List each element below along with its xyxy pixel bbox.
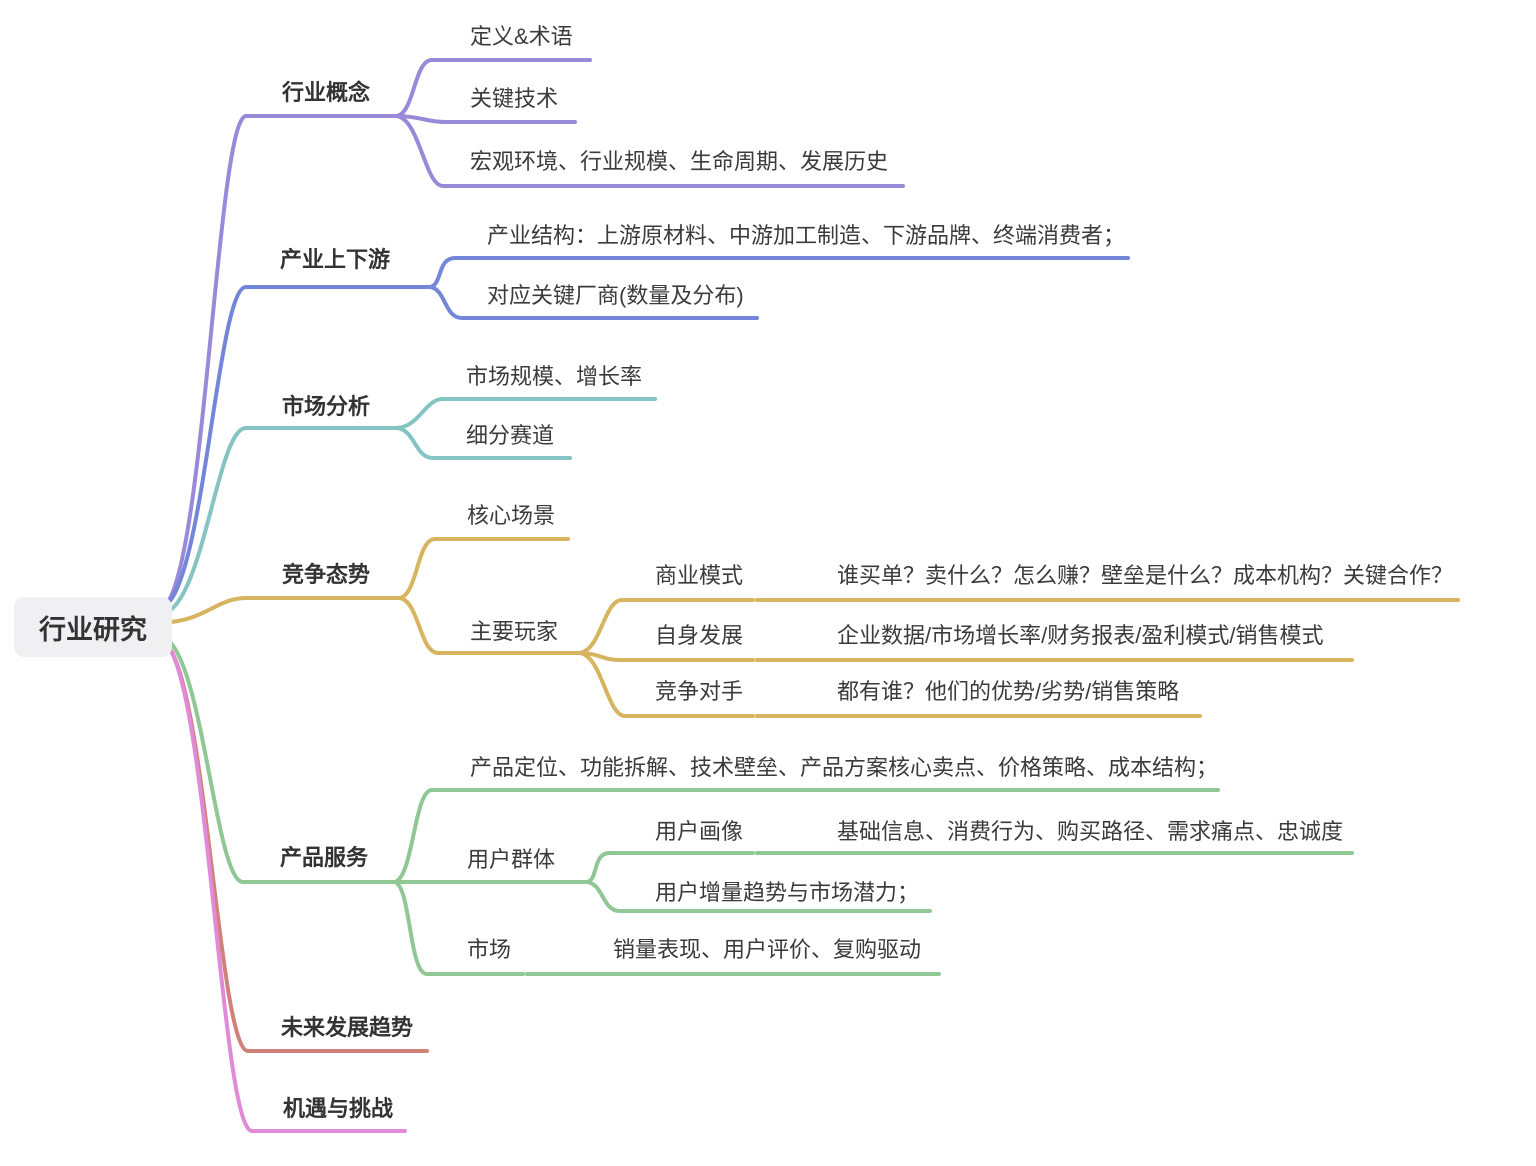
connector-curve <box>578 651 627 718</box>
node-label[interactable]: 关键技术 <box>470 86 559 111</box>
node-label[interactable]: 对应关键厂商(数量及分布) <box>487 283 744 308</box>
connector-curve <box>428 285 464 320</box>
node-label[interactable]: 销量表现、用户评价、复购驱动 <box>613 937 922 962</box>
branch-label[interactable]: 行业概念 <box>282 80 371 105</box>
node-label[interactable]: 企业数据/市场增长率/财务报表/盈利模式/销售模式 <box>837 623 1324 648</box>
connector-curve <box>585 851 612 884</box>
node-label[interactable]: 核心场景 <box>467 503 556 528</box>
connector-curve <box>161 426 248 617</box>
root-node-label: 行业研究 <box>39 614 147 645</box>
connector-curve <box>395 426 435 460</box>
branch-label[interactable]: 产品服务 <box>280 845 369 870</box>
connector-curve <box>393 788 434 884</box>
branch-label[interactable]: 产业上下游 <box>280 247 391 272</box>
connector-curve <box>398 596 440 655</box>
node-label[interactable]: 市场规模、增长率 <box>466 364 643 389</box>
connector-curve <box>161 114 248 609</box>
root-node[interactable]: 行业研究 <box>14 597 172 657</box>
node-label[interactable]: 商业模式 <box>655 563 744 588</box>
node-label[interactable]: 产业结构：上游原材料、中游加工制造、下游品牌、终端消费者； <box>487 223 1126 248</box>
node-label[interactable]: 谁买单？卖什么？怎么赚？壁垒是什么？成本机构？关键合作？ <box>837 563 1454 588</box>
branch-label[interactable]: 机遇与挑战 <box>283 1096 394 1121</box>
node-label[interactable]: 产品定位、功能拆解、技术壁垒、产品方案核心卖点、价格策略、成本结构； <box>470 755 1219 780</box>
connector-curve <box>428 256 457 289</box>
node-label[interactable]: 自身发展 <box>655 623 744 648</box>
connector-curve <box>161 639 254 1133</box>
node-label[interactable]: 都有谁？他们的优势/劣势/销售策略 <box>837 679 1180 704</box>
node-label[interactable]: 竞争对手 <box>655 679 744 704</box>
node-label[interactable]: 用户增量趋势与市场潜力； <box>655 880 920 905</box>
connector-curve <box>398 537 437 600</box>
node-label[interactable]: 用户画像 <box>655 819 744 844</box>
node-label[interactable]: 市场 <box>467 937 512 962</box>
node-label[interactable]: 基础信息、消费行为、购买路径、需求痛点、忠诚度 <box>837 819 1344 844</box>
branch-label[interactable]: 未来发展趋势 <box>281 1015 414 1040</box>
node-label[interactable]: 宏观环境、行业规模、生命周期、发展历史 <box>470 149 889 174</box>
connector-curve <box>161 596 248 625</box>
connector-curve <box>578 598 624 655</box>
connector-curve <box>393 880 429 976</box>
connector-curve <box>395 397 445 430</box>
node-label[interactable]: 定义&术语 <box>470 24 573 49</box>
node-label[interactable]: 主要玩家 <box>470 619 559 644</box>
node-label[interactable]: 细分赛道 <box>466 423 555 448</box>
connector-curve <box>161 285 248 610</box>
connector-curve <box>585 880 622 913</box>
branch-label[interactable]: 竞争态势 <box>282 562 371 587</box>
branch-label[interactable]: 市场分析 <box>282 394 371 419</box>
connector-curve <box>395 114 445 188</box>
connector-curve <box>161 634 245 884</box>
connector-curve <box>395 58 434 118</box>
node-label[interactable]: 用户群体 <box>467 847 556 872</box>
